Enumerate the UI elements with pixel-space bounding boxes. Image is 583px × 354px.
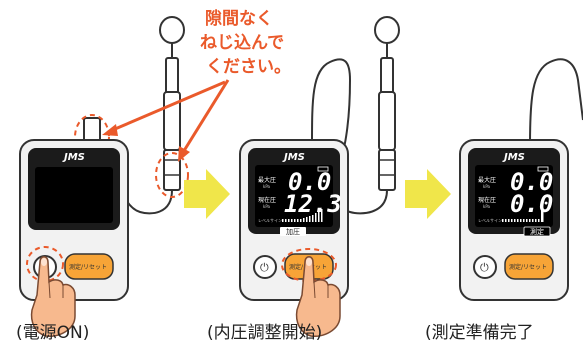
measure-reset-button[interactable]	[64, 253, 114, 280]
device-brand: JMS	[502, 152, 525, 163]
sensor-bulb-icon	[374, 16, 400, 44]
device-brand: JMS	[62, 152, 85, 163]
max-pressure-unit: kPa	[263, 184, 271, 189]
tube-3	[529, 58, 583, 146]
status-indicator	[280, 227, 306, 236]
max-pressure-label: 最大圧	[258, 176, 276, 184]
step-caption-3: (測定準備完了	[425, 323, 534, 343]
step-arrow-2	[405, 169, 451, 219]
power-icon: ⏻	[480, 261, 489, 274]
arrow-head-icon	[178, 146, 190, 162]
power-button[interactable]	[253, 255, 277, 279]
current-pressure-value: 12.3	[284, 190, 342, 218]
max-pressure-unit: kPa	[483, 184, 491, 189]
battery-icon	[537, 166, 549, 172]
finger-press-icon	[30, 256, 76, 338]
measure-reset-label: 測定/リセット	[69, 263, 107, 271]
arrow-head-icon	[102, 124, 118, 136]
annotation-line-1: 隙間なく	[205, 8, 273, 29]
step-caption-2: (内圧調整開始)	[207, 323, 322, 343]
sensor-probe-1	[99, 16, 185, 215]
level-sign-label: レベルサイン	[258, 218, 282, 223]
device-step-3: JMS 最大圧 kPa 0.0 現在圧 kPa 0.0 レベルサイン 測定 ⏻ …	[459, 139, 569, 301]
annotation-line-2: ねじ込んで	[200, 33, 284, 53]
measure-reset-button[interactable]	[504, 253, 554, 280]
max-pressure-label: 最大圧	[478, 176, 496, 184]
annotation-arrows	[102, 79, 230, 162]
battery-icon	[317, 166, 329, 172]
finger-press-icon	[295, 256, 341, 338]
device-brand: JMS	[282, 152, 305, 163]
current-pressure-label: 現在圧	[258, 196, 276, 204]
power-button[interactable]	[473, 255, 497, 279]
sensor-bulb-icon	[159, 16, 185, 44]
highlight-probe-joint	[155, 152, 189, 198]
max-pressure-value: 0.0	[288, 168, 331, 196]
level-bars	[282, 209, 323, 222]
highlight-measure	[281, 248, 337, 282]
level-bars	[502, 210, 544, 222]
status-indicator	[523, 226, 551, 237]
annotation-line-3: ください。	[206, 57, 291, 77]
max-pressure-value: 0.0	[510, 168, 553, 196]
level-sign-label: レベルサイン	[478, 218, 502, 223]
current-pressure-unit: kPa	[263, 204, 271, 209]
current-pressure-value: 0.0	[510, 190, 553, 218]
measure-reset-label: 測定/リセット	[509, 263, 547, 271]
current-pressure-unit: kPa	[483, 204, 491, 209]
status-indicator-label: 加圧	[286, 227, 300, 236]
device-screen-off	[35, 167, 113, 223]
power-icon: ⏻	[260, 261, 269, 274]
status-indicator-label: 測定	[530, 227, 544, 236]
current-pressure-label: 現在圧	[478, 196, 496, 204]
device-step-1: JMS ⏻ 測定/リセット	[19, 139, 129, 338]
step-arrow-1	[184, 169, 230, 219]
annotation: 隙間なく ねじ込んで ください。	[200, 8, 291, 77]
device-step-2: JMS 最大圧 kPa 0.0 現在圧 kPa 12.3 レベルサイン 加圧 ⏻…	[239, 139, 349, 338]
step-caption-1: (電源ON)	[16, 323, 89, 343]
